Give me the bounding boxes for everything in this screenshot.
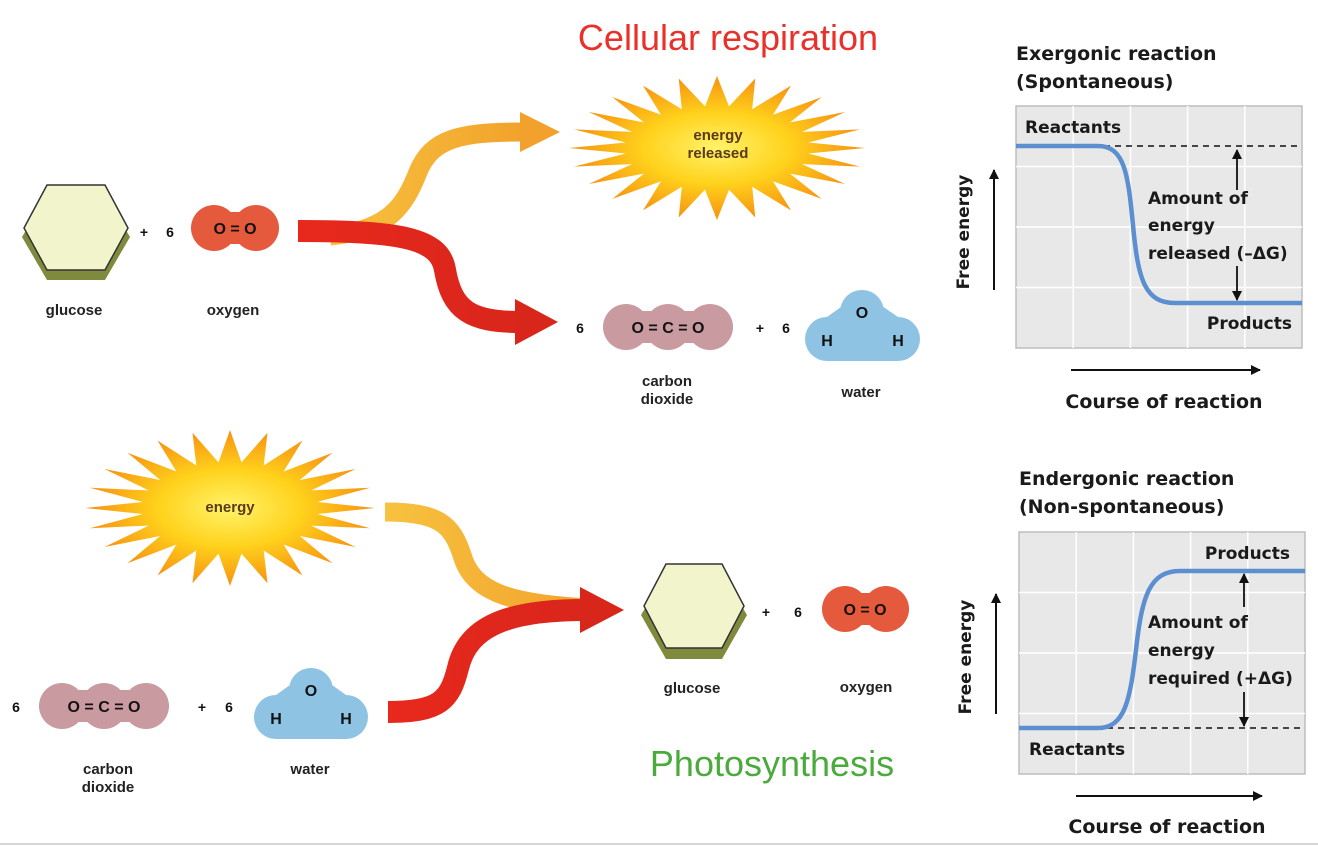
exergonic-reactants-label: Reactants [1025, 118, 1121, 138]
photosynthesis-title: Photosynthesis [650, 743, 894, 784]
ps-co2-coefficient: 6 [12, 699, 20, 715]
water-h-left: H [821, 333, 833, 350]
ps-water-h-right: H [340, 711, 352, 728]
exergonic-amount-3: released (–ΔG) [1148, 244, 1288, 264]
ps-co2-label-2: dioxide [82, 779, 135, 796]
ps-oxygen-label: oxygen [840, 679, 893, 696]
ps-water-h-left: H [270, 711, 282, 728]
bottom-divider [0, 843, 1318, 845]
plus-sign: + [140, 224, 148, 240]
ps-water-label: water [289, 761, 329, 778]
ps-oxygen-molecule [822, 586, 909, 632]
water-label: water [840, 384, 880, 401]
exergonic-xlabel: Course of reaction [1065, 391, 1262, 413]
plus-sign-2: + [756, 320, 764, 336]
water-o: O [856, 305, 868, 322]
energy-released-text-1: energy [693, 127, 743, 144]
energy-burst [85, 430, 375, 586]
respiration-main-arrow [297, 220, 558, 345]
energy-released-text-2: released [688, 145, 749, 162]
exergonic-title-2: (Spontaneous) [1016, 71, 1173, 93]
ps-co2-molecule [39, 683, 169, 729]
ps-plus-sign: + [198, 699, 206, 715]
respiration-title: Cellular respiration [578, 17, 878, 58]
ps-glucose-label: glucose [664, 680, 721, 697]
exergonic-curve [1016, 143, 1302, 306]
water-h-right: H [892, 333, 904, 350]
energy-released-burst [569, 76, 865, 220]
exergonic-graph: Exergonic reaction (Spontaneous) Reactan… [954, 43, 1303, 413]
co2-formula: O = C = O [632, 320, 705, 337]
ps-co2-label-1: carbon [83, 761, 133, 778]
endergonic-graph: Endergonic reaction (Non-spontaneous) Pr… [956, 468, 1306, 838]
energy-text: energy [205, 499, 255, 516]
water-molecule [805, 290, 920, 361]
ps-co2-formula: O = C = O [68, 699, 141, 716]
glucose-molecule [22, 184, 130, 280]
co2-label-1: carbon [642, 373, 692, 390]
ps-oxygen-formula: O = O [843, 602, 886, 619]
endergonic-curve [1019, 568, 1305, 731]
oxygen-formula: O = O [213, 221, 256, 238]
ps-plus-sign-2: + [762, 604, 770, 620]
oxygen-molecule [191, 205, 279, 251]
endergonic-title-2: (Non-spontaneous) [1019, 496, 1224, 518]
endergonic-title-1: Endergonic reaction [1019, 468, 1234, 490]
endergonic-ylabel: Free energy [956, 600, 976, 715]
endergonic-xlabel: Course of reaction [1068, 816, 1265, 838]
ps-water-coefficient: 6 [225, 699, 233, 715]
exergonic-ylabel: Free energy [954, 175, 974, 290]
oxygen-label: oxygen [207, 302, 260, 319]
endergonic-amount-2: energy [1148, 641, 1215, 661]
ps-oxygen-coefficient: 6 [794, 604, 802, 620]
endergonic-products-label: Products [1205, 544, 1290, 564]
ps-water-o: O [305, 683, 317, 700]
exergonic-grid [1016, 106, 1302, 348]
co2-coefficient: 6 [576, 320, 584, 336]
exergonic-amount-2: energy [1148, 216, 1215, 236]
photosynthesis-energy-arrow [384, 502, 591, 618]
exergonic-amount-1: Amount of [1148, 189, 1248, 209]
co2-label-2: dioxide [641, 391, 694, 408]
exergonic-title-1: Exergonic reaction [1016, 43, 1217, 65]
oxygen-coefficient: 6 [166, 224, 174, 240]
exergonic-products-label: Products [1207, 314, 1292, 334]
photosynthesis-main-arrow [387, 587, 624, 723]
water-coefficient: 6 [782, 320, 790, 336]
glucose-label: glucose [46, 302, 103, 319]
co2-molecule [603, 304, 733, 350]
respiration-energy-arrow [328, 112, 560, 246]
endergonic-amount-3: required (+ΔG) [1148, 669, 1293, 689]
ps-water-molecule [254, 668, 368, 739]
endergonic-reactants-label: Reactants [1029, 740, 1125, 760]
ps-glucose-molecule [641, 563, 747, 659]
endergonic-amount-1: Amount of [1148, 613, 1248, 633]
